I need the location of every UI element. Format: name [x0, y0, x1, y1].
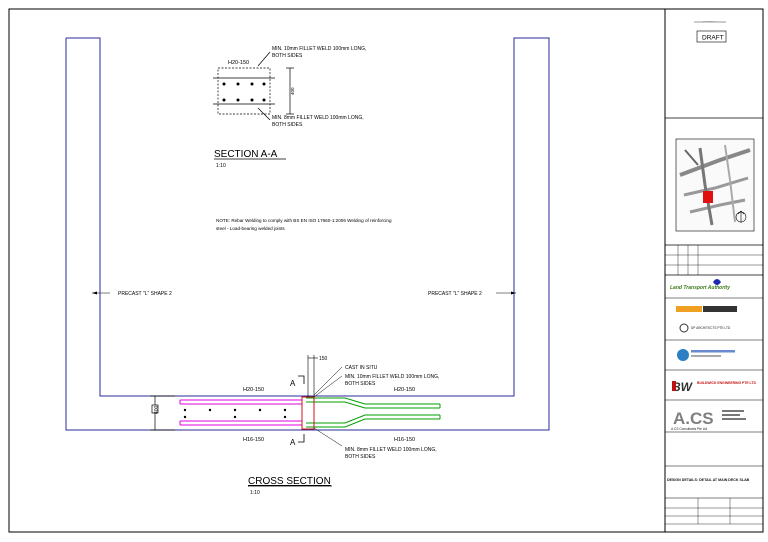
firm-name: A.CS Consultants Pte Ltd — [671, 427, 707, 431]
section-aa-detail — [213, 51, 294, 121]
dim-150-text: 150 — [319, 356, 328, 362]
contractor-name: BUILDWICK ENGINEERING PTE LTD — [697, 381, 756, 385]
draft-stamp: DRAFT — [702, 35, 724, 42]
precast-label-left: PRECAST "L" SHAPE 2 — [118, 291, 172, 297]
section-aa-title: SECTION A-A — [214, 149, 278, 160]
aa-weld-bottom-1: MIN. 8mm FILLET WELD 100mm LONG, — [272, 115, 364, 121]
rebar-ticks — [183, 408, 287, 419]
rebar-left — [179, 399, 303, 426]
contractor-abbr: BW — [672, 380, 694, 394]
section-mark-top: A — [290, 379, 296, 388]
title-block — [665, 117, 763, 525]
cross-section-title: CROSS SECTION — [248, 476, 331, 487]
aa-weld-bottom-2: BOTH SIDES — [272, 122, 303, 128]
tb-top-text: _ ____ _ — [702, 18, 716, 22]
cs-weld-bottom-1: MIN. 8mm FILLET WELD 100mm LONG, — [345, 447, 437, 453]
aa-weld-top-1: MIN. 10mm FILLET WELD 100mm LONG, — [272, 46, 366, 52]
cs-weld-top-2: BOTH SIDES — [345, 381, 376, 387]
cs-weld-top-1: MIN. 10mm FILLET WELD 100mm LONG, — [345, 374, 439, 380]
note-line-2: steel - Load-bearing welded joints — [216, 226, 285, 231]
section-marker-top — [298, 375, 305, 384]
aa-weld-top-2: BOTH SIDES — [272, 53, 303, 59]
client-logo-icon — [713, 279, 721, 285]
slab-dimension — [150, 395, 175, 431]
consultant-logo-icon — [679, 323, 689, 333]
precast-label-right: PRECAST "L" SHAPE 2 — [428, 291, 482, 297]
bar-label-top-left: H20-150 — [243, 387, 264, 393]
aa-bar-label: H20-150 — [228, 60, 249, 66]
cs-weld-bottom-2: BOTH SIDES — [345, 454, 376, 460]
aa-dimension: 400 — [290, 87, 295, 95]
bar-label-bottom-left: H16-150 — [243, 437, 264, 443]
note-line-1: NOTE: Rebar Welding to comply with BS EN… — [216, 218, 392, 223]
cross-section-leaders — [313, 366, 343, 447]
authority-logo — [677, 349, 689, 361]
cast-in-situ-label: CAST IN SITU — [345, 365, 378, 371]
draft-stamp-box — [696, 30, 727, 43]
bar-label-top-right: H20-150 — [394, 387, 415, 393]
key-plan — [675, 138, 755, 232]
cross-section-scale: 1:10 — [250, 490, 260, 496]
section-mark-bottom: A — [290, 438, 296, 447]
rebar-right — [306, 397, 441, 428]
drawing-title: DESIGN DETAILS: DETAIL AT MAIN DECK SLAB — [667, 478, 750, 482]
client-logo: Land Transport Authority — [670, 285, 730, 291]
bar-label-bottom-right: H16-150 — [394, 437, 415, 443]
section-aa-bars — [222, 82, 266, 102]
precast-frame — [65, 37, 550, 431]
slab-dim-text: 400 — [154, 405, 160, 414]
firm-abbr: A.CS — [673, 409, 714, 428]
consultant-name: DP ARCHITECTS PTE LTD — [691, 326, 731, 330]
sheet-border — [8, 8, 764, 533]
section-marker-bottom — [298, 434, 305, 443]
section-aa-scale: 1:10 — [216, 163, 226, 169]
